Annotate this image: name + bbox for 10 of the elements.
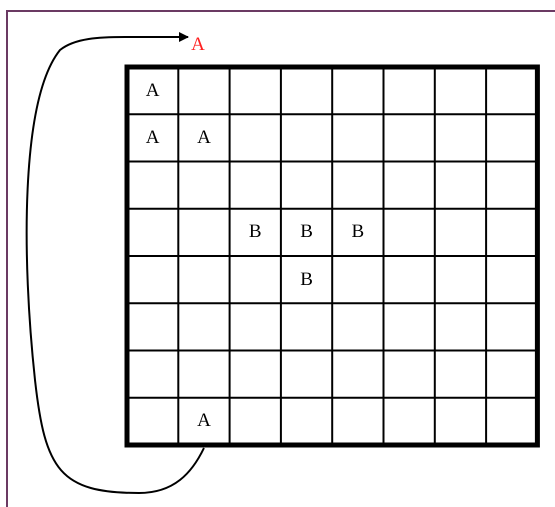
cell-letter: B <box>248 221 263 244</box>
cell-letter: A <box>144 80 160 102</box>
curved-arrow <box>26 32 205 494</box>
cell-letter: B <box>299 268 314 291</box>
cell-letter: B <box>299 221 314 244</box>
cell-letter: A <box>196 126 212 149</box>
cell-letter: B <box>350 221 366 244</box>
start-letter: A <box>196 410 212 432</box>
cell-letter: A <box>144 126 160 149</box>
target-letter: A <box>189 34 207 56</box>
